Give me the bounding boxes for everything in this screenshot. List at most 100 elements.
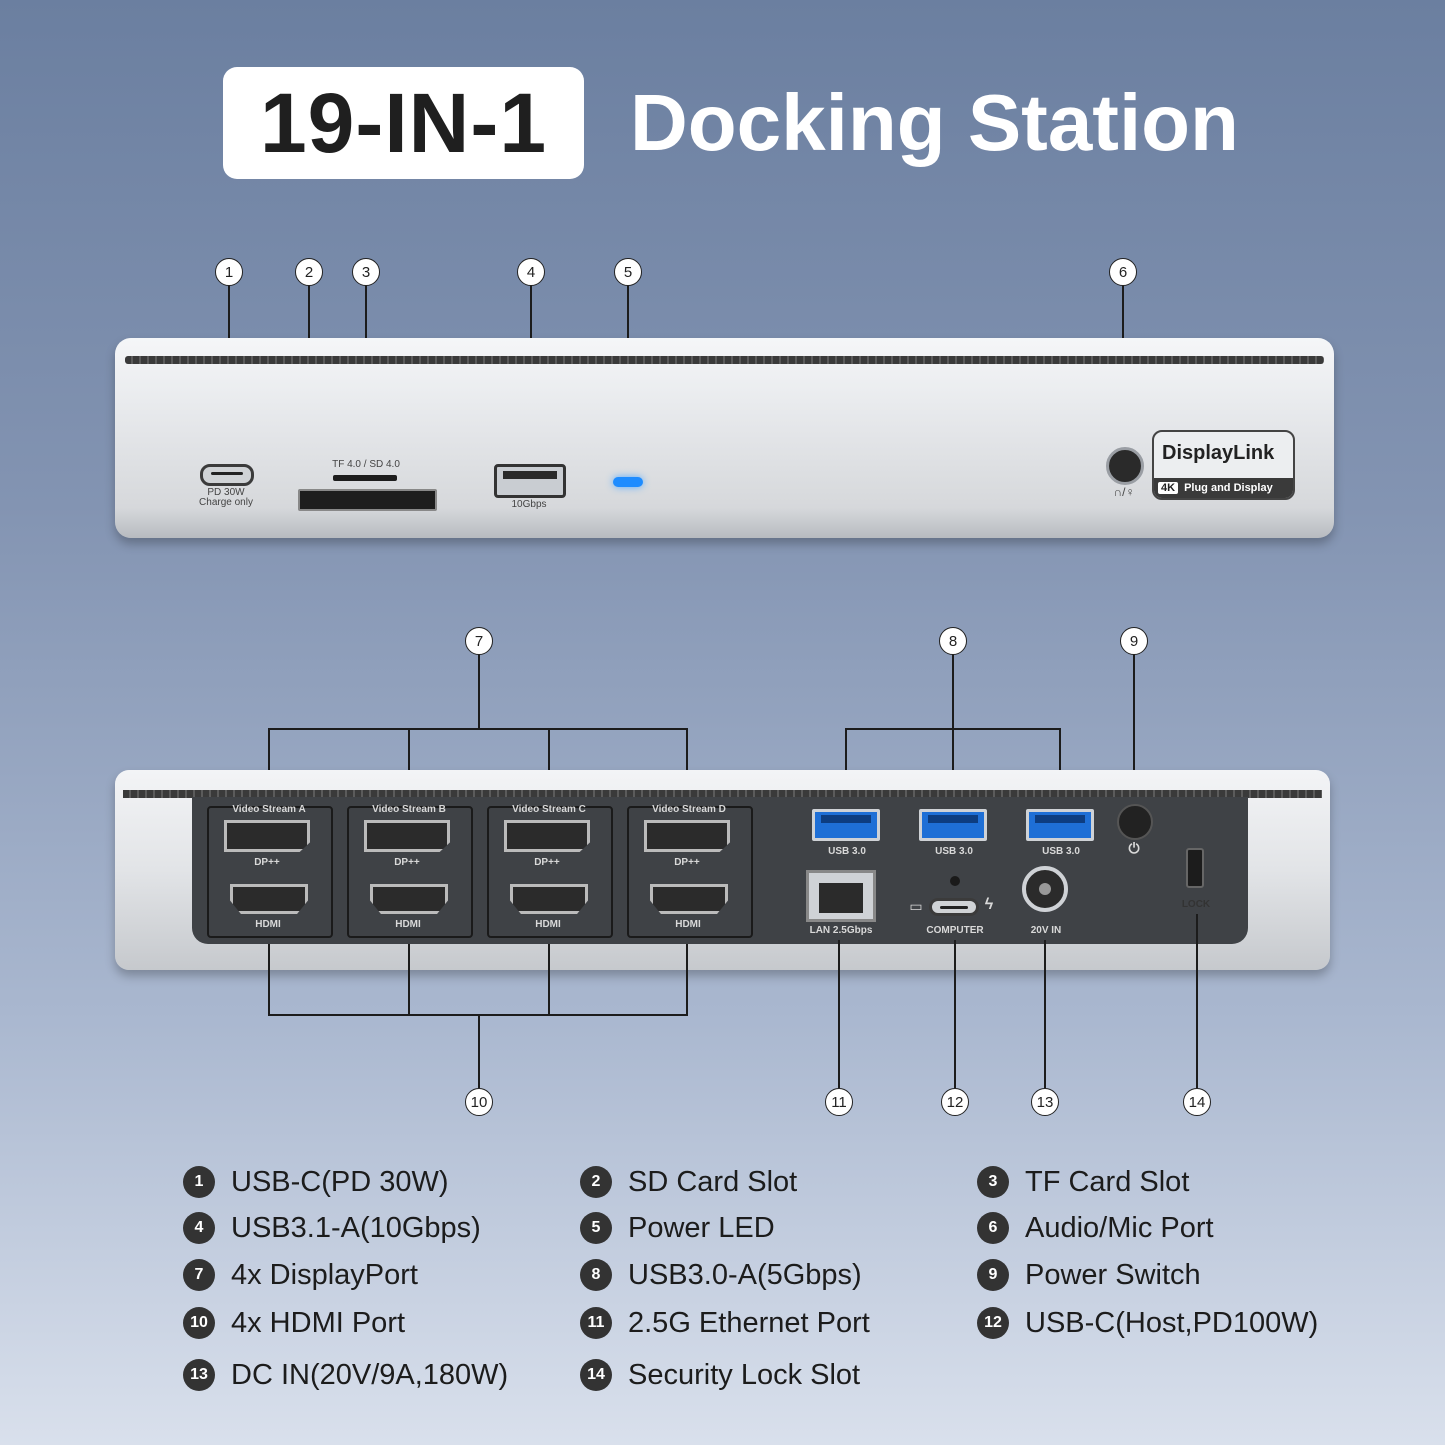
usb-c-host-port	[929, 898, 979, 916]
legend-label: DC IN(20V/9A,180W)	[231, 1358, 509, 1391]
status-dot	[950, 876, 960, 886]
callout-5: 5	[614, 258, 642, 286]
ethernet-port	[806, 870, 876, 922]
legend-number: 5	[580, 1212, 612, 1244]
callout-line-10	[478, 1014, 480, 1088]
lan-label: LAN 2.5Gbps	[809, 925, 873, 936]
displayport-c	[504, 820, 590, 852]
legend-number: 1	[183, 1166, 215, 1198]
dp-label-a: DP++	[254, 857, 280, 868]
usba-label: 10Gbps	[511, 499, 547, 510]
callout-4: 4	[517, 258, 545, 286]
dc-in-jack	[1022, 866, 1068, 912]
hdmi-label-c: HDMI	[535, 919, 561, 930]
legend-number: 12	[977, 1307, 1009, 1339]
callout-line-7	[478, 653, 480, 729]
hdmi-port-d	[650, 884, 728, 914]
legend-item: 9 Power Switch	[977, 1258, 1201, 1292]
legend-label: Security Lock Slot	[628, 1358, 861, 1391]
callout-2: 2	[295, 258, 323, 286]
stream-label-a: Video Stream A	[232, 804, 306, 815]
displayport-d	[644, 820, 730, 852]
bracket-8-c	[1059, 728, 1061, 808]
legend-number: 8	[580, 1259, 612, 1291]
bracket-8-a	[845, 728, 847, 808]
legend-number: 9	[977, 1259, 1009, 1291]
legend-item: 5 Power LED	[580, 1211, 775, 1245]
dc-label: 20V IN	[1030, 925, 1062, 936]
bracket-10-d	[686, 944, 688, 1016]
callout-11: 11	[825, 1088, 853, 1116]
callout-9: 9	[1120, 627, 1148, 655]
hdmi-port-a	[230, 884, 308, 914]
audio-jack	[1106, 447, 1144, 485]
stream-label-d: Video Stream D	[652, 804, 726, 815]
power-icon: ⏻	[1128, 840, 1140, 856]
legend-item: 10 4x HDMI Port	[183, 1306, 405, 1340]
callout-12: 12	[941, 1088, 969, 1116]
page-title: Docking Station	[630, 78, 1239, 167]
stream-label-c: Video Stream C	[512, 804, 586, 815]
legend-item: 14 Security Lock Slot	[580, 1358, 860, 1392]
displaylink-4k: 4K	[1158, 482, 1179, 494]
legend-label: Power LED	[628, 1211, 775, 1244]
legend-number: 4	[183, 1212, 215, 1244]
hdmi-label-d: HDMI	[675, 919, 701, 930]
legend-item: 6 Audio/Mic Port	[977, 1211, 1214, 1245]
callout-8: 8	[939, 627, 967, 655]
stream-box-d	[627, 806, 753, 938]
audio-mic-icon: ∩/♀	[1113, 485, 1135, 499]
bracket-7-d	[686, 728, 688, 798]
legend-label: USB-C(PD 30W)	[231, 1165, 449, 1198]
legend-number: 14	[580, 1359, 612, 1391]
legend-number: 11	[580, 1307, 612, 1339]
security-lock-slot	[1186, 848, 1204, 888]
callout-14: 14	[1183, 1088, 1211, 1116]
bracket-7-c	[548, 728, 550, 798]
usb3-label-2: USB 3.0	[935, 846, 973, 857]
legend-item: 11 2.5G Ethernet Port	[580, 1306, 870, 1340]
legend-label: Power Switch	[1025, 1258, 1201, 1291]
callout-line-9	[1133, 653, 1135, 803]
card-slot-label: TF 4.0 / SD 4.0	[332, 459, 400, 470]
stream-box-a	[207, 806, 333, 938]
charge-icon: ϟ	[984, 896, 994, 913]
legend-number: 13	[183, 1359, 215, 1391]
hdmi-label-b: HDMI	[395, 919, 421, 930]
dp-label-c: DP++	[534, 857, 560, 868]
legend-item: 8 USB3.0-A(5Gbps)	[580, 1258, 862, 1292]
front-vent	[125, 356, 1324, 364]
callout-6: 6	[1109, 258, 1137, 286]
callout-10: 10	[465, 1088, 493, 1116]
legend-label: TF Card Slot	[1025, 1165, 1190, 1198]
port1-label-line1: PD 30W	[207, 487, 245, 498]
legend-item: 4 USB3.1-A(10Gbps)	[183, 1211, 481, 1245]
callout-1: 1	[215, 258, 243, 286]
dp-label-d: DP++	[674, 857, 700, 868]
power-switch	[1117, 804, 1153, 840]
title-badge: 19-IN-1	[223, 67, 584, 179]
port1-label-line2: Charge only	[199, 497, 253, 508]
legend-number: 7	[183, 1259, 215, 1291]
usb-c-pd30-port	[200, 464, 254, 486]
usb3-port-2	[919, 809, 987, 841]
callout-line-14	[1196, 914, 1198, 1088]
legend-number: 2	[580, 1166, 612, 1198]
back-vent	[123, 790, 1322, 798]
laptop-icon: ▭	[909, 898, 923, 914]
bracket-7	[268, 728, 688, 730]
legend-label: 2.5G Ethernet Port	[628, 1306, 870, 1339]
displaylink-name: DisplayLink	[1162, 442, 1275, 464]
front-panel	[115, 338, 1334, 538]
callout-line-11	[838, 940, 840, 1088]
legend-label: USB3.0-A(5Gbps)	[628, 1258, 862, 1291]
bracket-10-a	[268, 944, 270, 1016]
usb3-label-3: USB 3.0	[1042, 846, 1080, 857]
bracket-10-c	[548, 944, 550, 1016]
bracket-10-b	[408, 944, 410, 1016]
hdmi-port-c	[510, 884, 588, 914]
hdmi-label-a: HDMI	[255, 919, 281, 930]
callout-line-12	[954, 940, 956, 1088]
legend-label: USB-C(Host,PD100W)	[1025, 1306, 1319, 1339]
callout-3: 3	[352, 258, 380, 286]
